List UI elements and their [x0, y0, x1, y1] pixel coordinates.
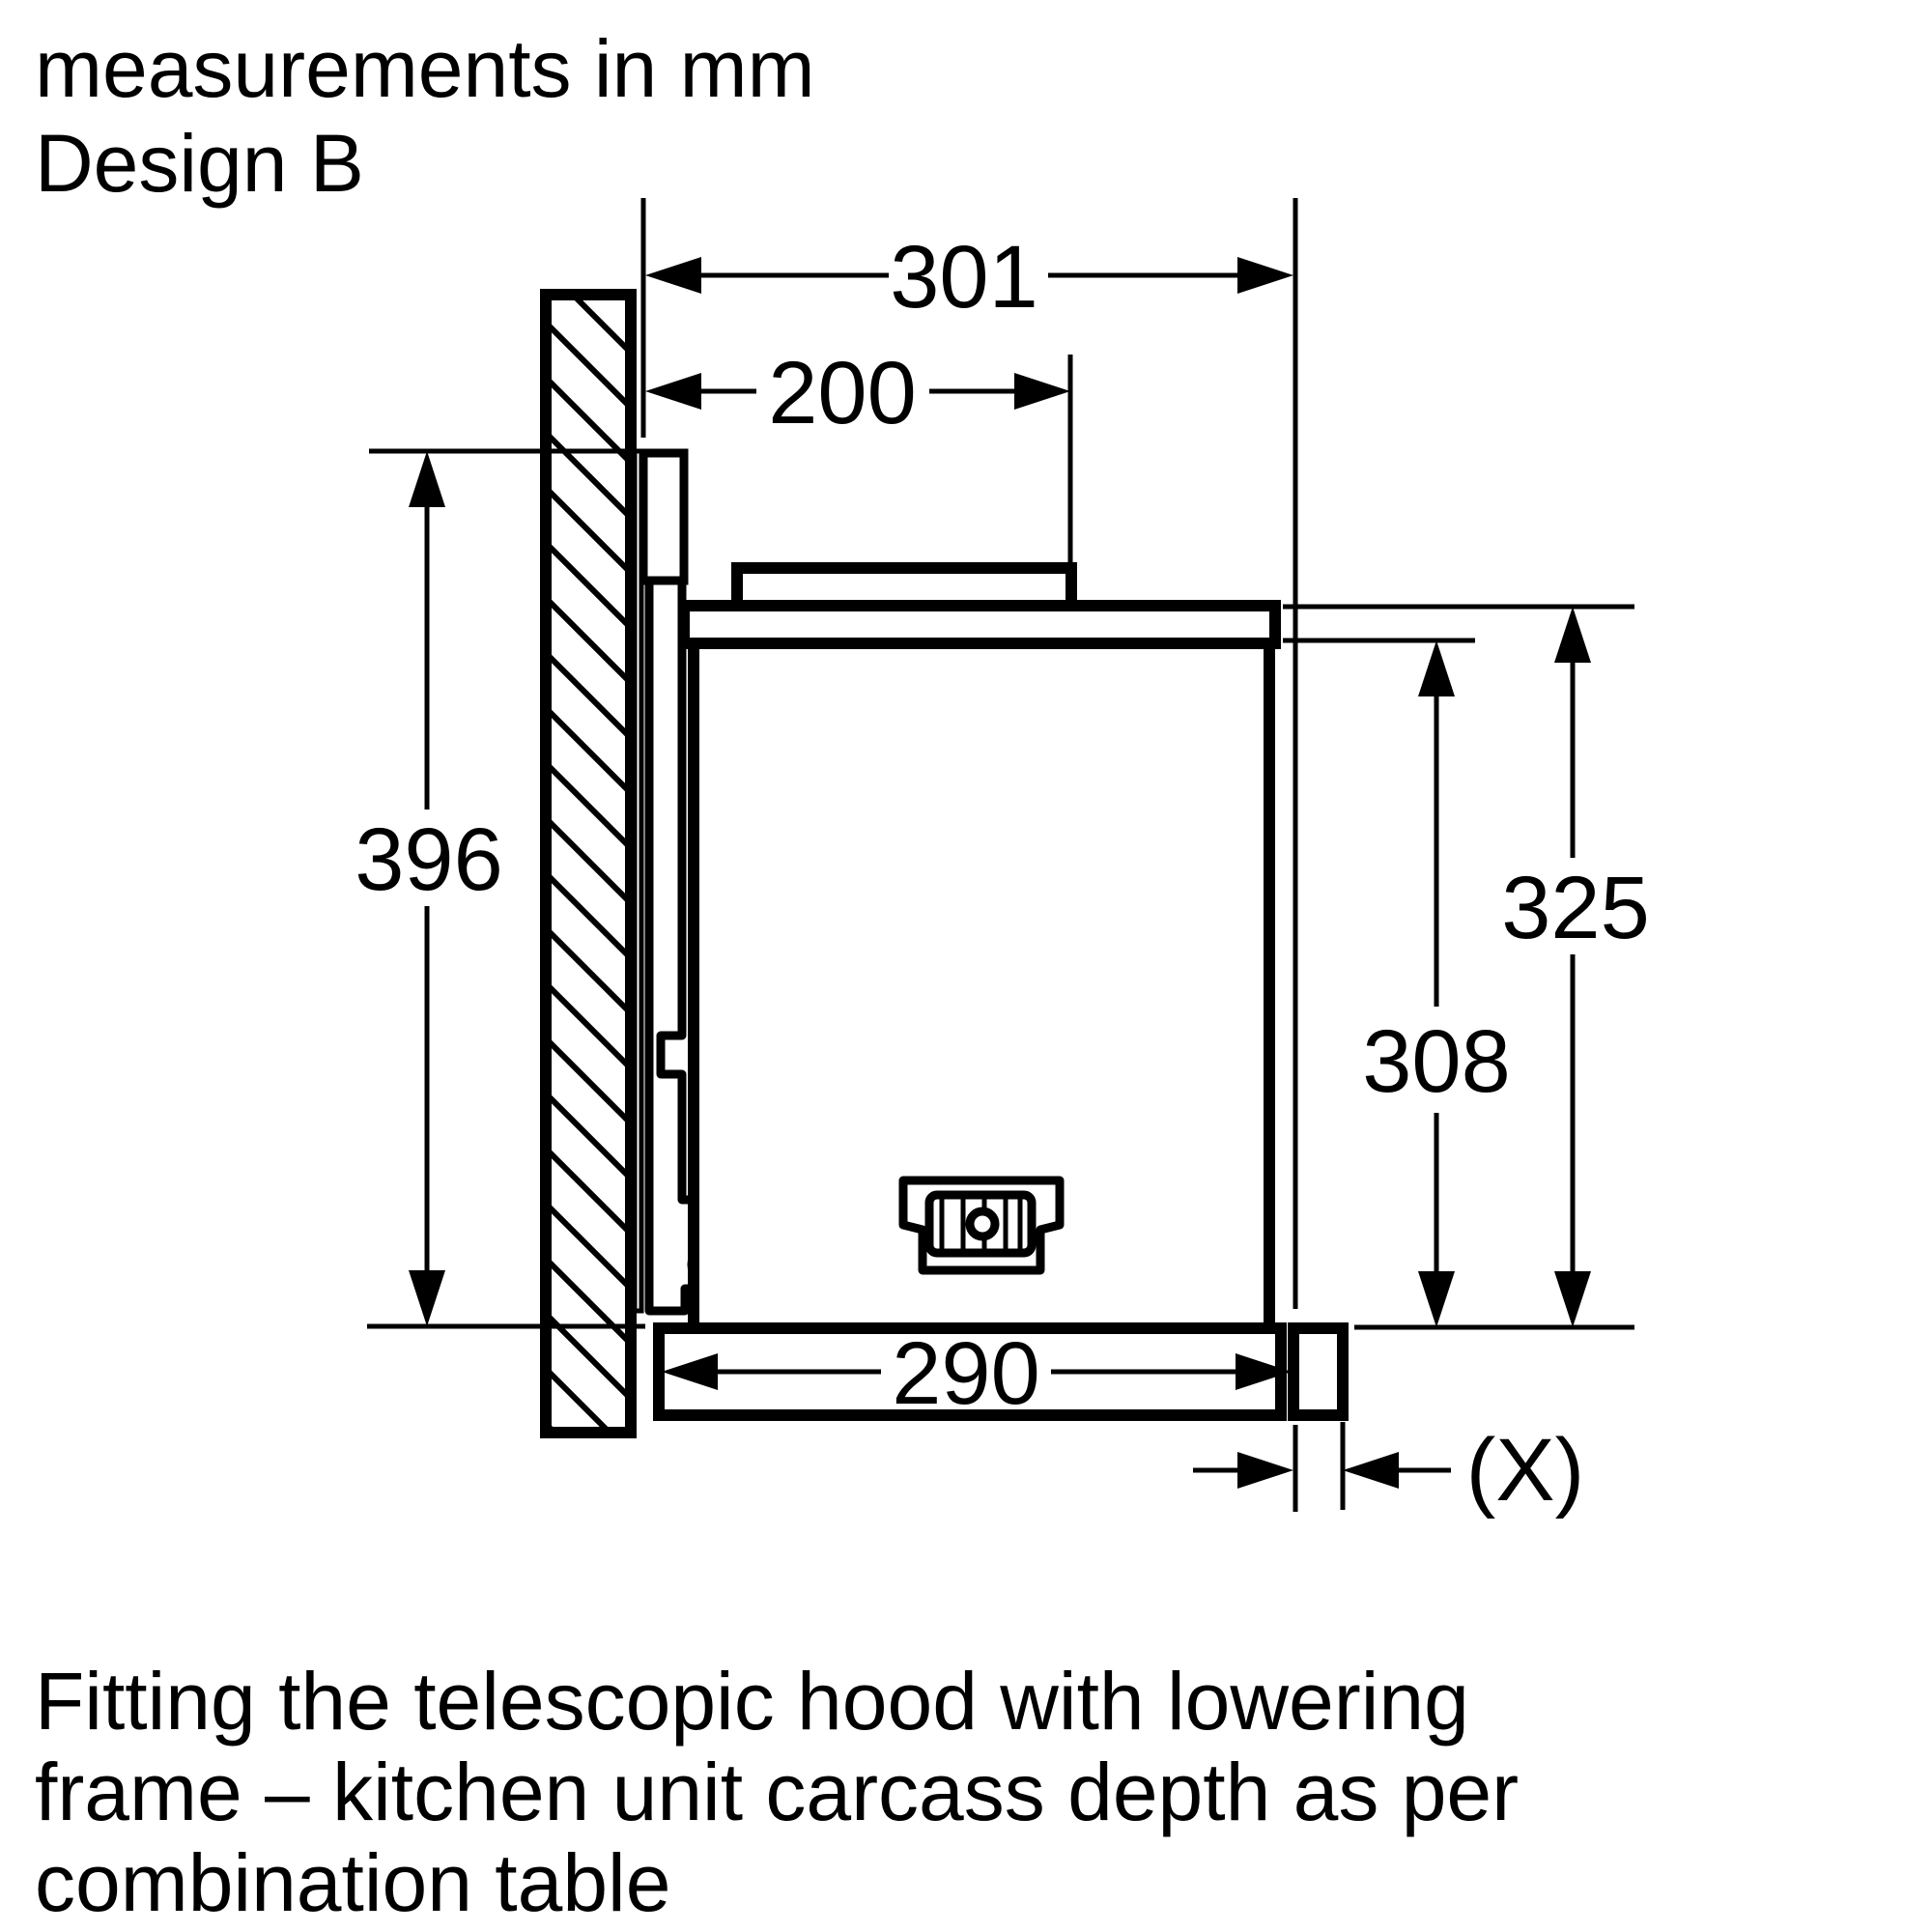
arrow-down-icon	[1554, 1271, 1591, 1327]
dimension-200: 200	[645, 344, 1070, 442]
dimension-396: 396	[355, 451, 503, 1326]
dim-label-396: 396	[355, 810, 503, 909]
rail-top-bracket	[639, 448, 689, 585]
dim-label-308: 308	[1362, 1012, 1511, 1111]
rail-back-plate	[632, 448, 644, 1314]
dimension-x: (X)	[1193, 1421, 1584, 1520]
arrow-up-icon	[409, 451, 445, 507]
dim-label-x: (X)	[1466, 1421, 1585, 1520]
hood-top-frame	[678, 600, 1281, 649]
caption: Fitting the telescopic hood with lowerin…	[35, 1656, 1519, 1928]
dimension-290: 290	[662, 1324, 1292, 1423]
visor-front-strip	[1288, 1322, 1349, 1421]
caption-line-2: frame – kitchen unit carcass depth as pe…	[35, 1747, 1519, 1837]
arrow-up-icon	[1554, 607, 1591, 663]
arrow-right-icon	[1014, 373, 1070, 410]
dim-label-325: 325	[1501, 859, 1650, 957]
page-title: measurements in mm	[35, 23, 815, 114]
design-variant-label: Design B	[35, 118, 364, 209]
junction-box-screw	[965, 1207, 1000, 1241]
arrow-down-icon	[409, 1270, 445, 1326]
dim-label-301: 301	[890, 228, 1038, 327]
arrow-right-icon	[1237, 257, 1293, 294]
wall-hatching	[552, 300, 625, 1427]
arrow-up-icon	[1418, 640, 1455, 696]
junction-box	[898, 1176, 1065, 1275]
arrow-right-icon	[1237, 1452, 1293, 1489]
caption-line-3: combination table	[35, 1837, 670, 1928]
arrow-left-icon	[662, 1353, 718, 1390]
arrow-down-icon	[1418, 1271, 1455, 1327]
wall-section	[540, 289, 637, 1438]
arrow-left-icon	[645, 257, 701, 294]
dimension-325: 325	[1501, 607, 1650, 1327]
dim-label-290: 290	[892, 1324, 1040, 1423]
arrow-left-icon	[645, 373, 701, 410]
arrow-left-icon	[1343, 1452, 1399, 1489]
arrow-right-icon	[1236, 1353, 1292, 1390]
dimension-308: 308	[1362, 640, 1511, 1327]
dim-label-200: 200	[768, 344, 917, 442]
extension-lines	[367, 198, 1634, 1512]
caption-line-1: Fitting the telescopic hood with lowerin…	[35, 1656, 1469, 1747]
dimension-301: 301	[645, 228, 1293, 327]
hood-unit	[678, 562, 1281, 1334]
